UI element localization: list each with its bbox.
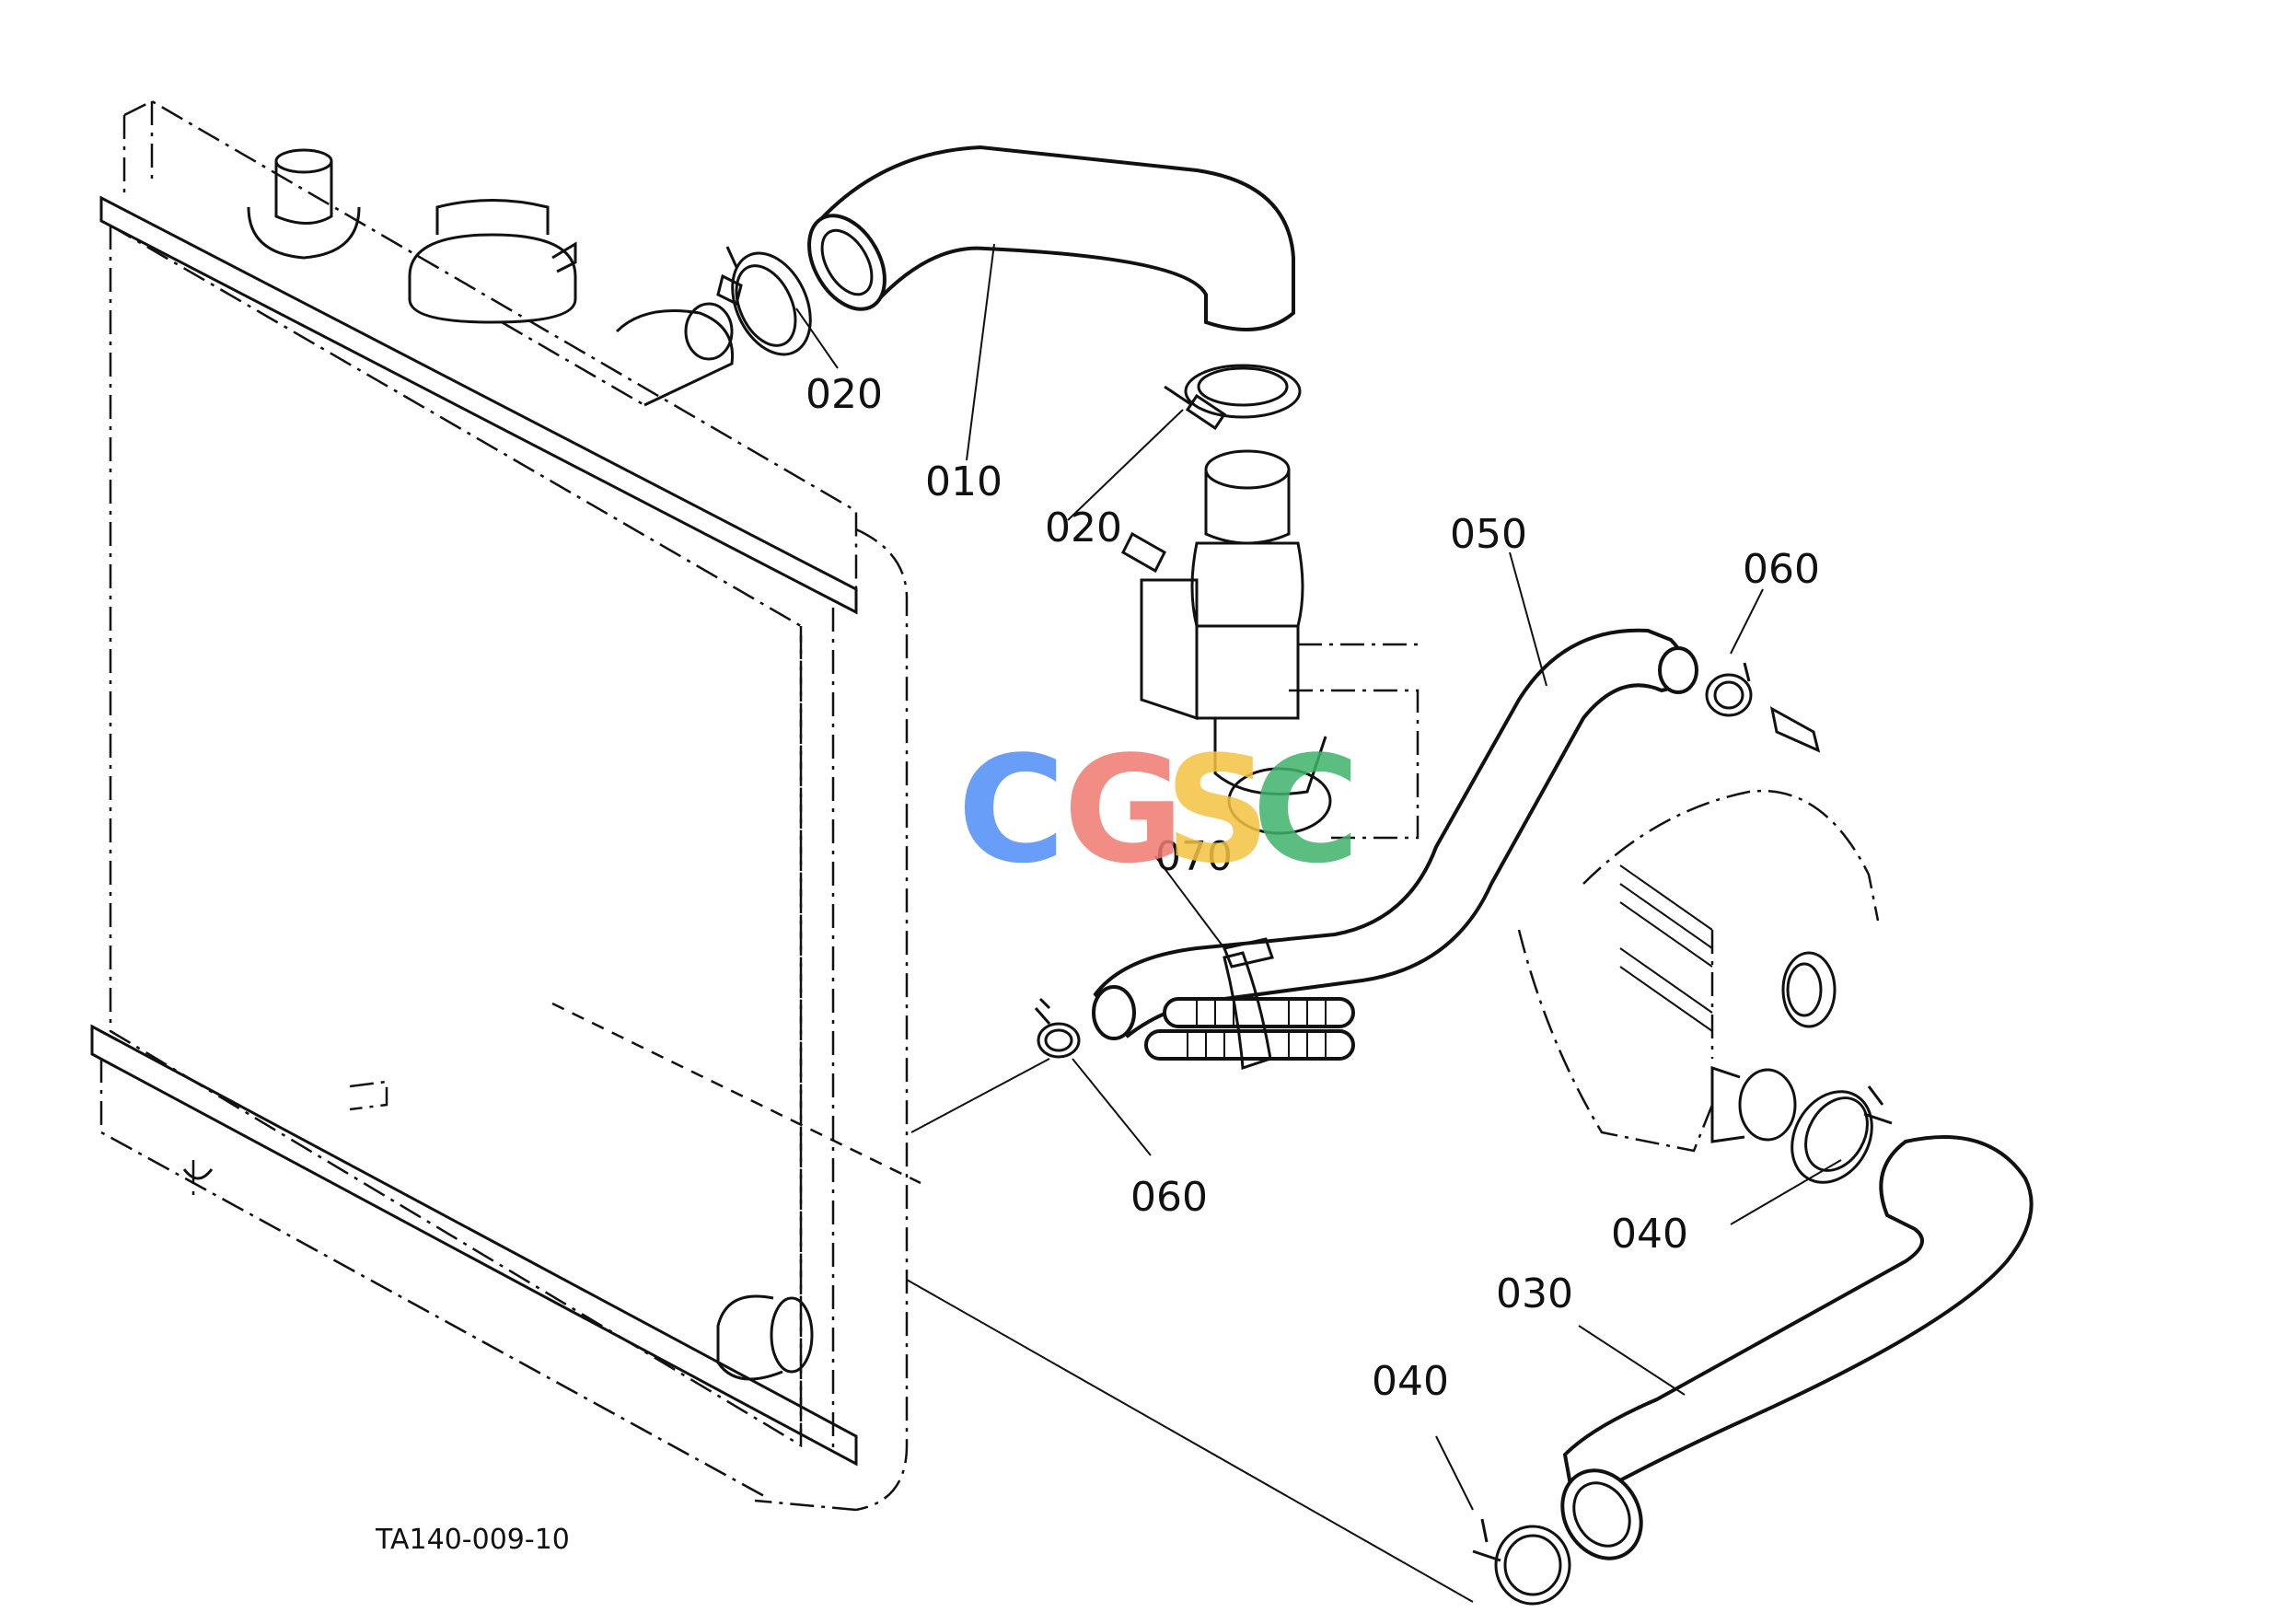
watermark-letter-3: S (1165, 724, 1270, 896)
thermostat-housing (1121, 449, 1422, 840)
hose-band-070 (1222, 937, 1274, 1071)
part-label-060-right: 060 (1743, 546, 1820, 593)
part-label-040-upper: 040 (1611, 1211, 1688, 1258)
watermark-letter-1: C (957, 724, 1065, 896)
hose-clamp-020-lower (1164, 364, 1302, 431)
part-label-040-lower: 040 (1372, 1358, 1449, 1405)
watermark-letter-2: G (1063, 724, 1184, 896)
hose-clamp-060-left (1034, 997, 1081, 1059)
part-label-030: 030 (1496, 1270, 1573, 1317)
part-label-010: 010 (925, 458, 1002, 505)
part-label-020-lower: 020 (1045, 505, 1122, 551)
lower-radiator-hose (1560, 1135, 2034, 1560)
bypass-hose (1092, 628, 1698, 1040)
leader-lines (795, 243, 1842, 1511)
part-label-020-upper: 020 (805, 371, 883, 418)
part-label-050: 050 (1450, 511, 1527, 558)
water-pump-housing (1517, 789, 1880, 1153)
upper-radiator-hose (807, 145, 1295, 331)
hose-clamp-020-upper (716, 246, 812, 356)
part-label-060-left: 060 (1130, 1174, 1208, 1221)
watermark-logo: C G S C (957, 724, 1360, 896)
radiator (90, 99, 909, 1512)
protective-sleeve (1144, 997, 1355, 1061)
part-label-070: 070 (1155, 833, 1233, 880)
radiator-cap (408, 199, 577, 324)
drawing-code: TA140-009-10 (375, 1524, 570, 1556)
watermark-letter-4: C (1252, 724, 1360, 896)
hose-clamp-040-lower (1472, 1518, 1571, 1606)
hose-clamp-060-right (1705, 662, 1821, 753)
